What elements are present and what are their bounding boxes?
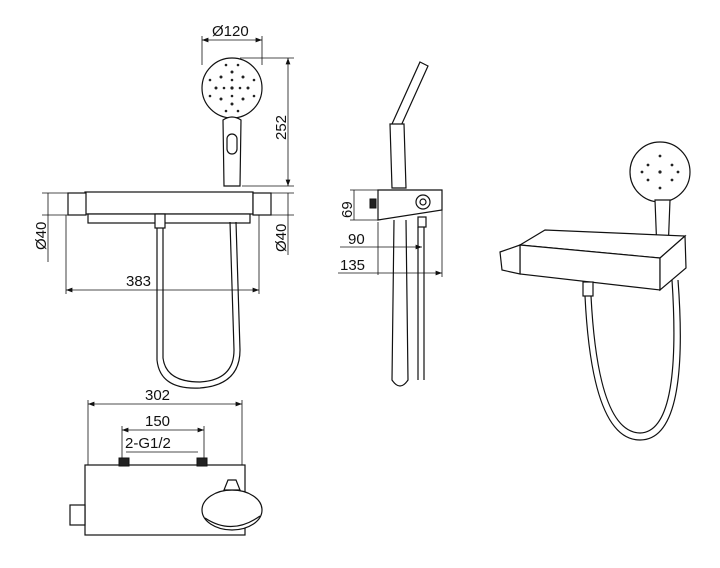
top-shower-head [201, 489, 263, 531]
inlet-right [196, 457, 208, 467]
dim-overall-width: 383 [126, 273, 151, 290]
dim-inlet-spacing: 150 [145, 413, 170, 430]
dim-side-depth-total: 135 [340, 257, 365, 274]
dim-left-diameter: Ø40 [33, 222, 50, 250]
isometric-view [499, 141, 691, 441]
side-body [377, 189, 443, 221]
side-hand-shower-handle [389, 123, 407, 189]
shelf-bottom [87, 213, 251, 224]
inlet-left [118, 457, 130, 467]
hand-shower-handle [222, 116, 242, 187]
outlet-connector [154, 213, 166, 229]
side-view: 69 90 135 [338, 61, 443, 387]
spray-nozzles [208, 63, 256, 113]
front-view: Ø120 252 Ø40 Ø40 383 [33, 23, 294, 389]
dim-inlet-thread: 2-G1/2 [125, 435, 171, 452]
dim-right-diameter: Ø40 [273, 224, 290, 252]
dim-head-height: 252 [273, 115, 290, 140]
dim-side-height: 69 [339, 201, 356, 218]
dim-side-depth-outlet: 90 [348, 231, 365, 248]
dim-head-diameter: Ø120 [212, 23, 249, 40]
shelf-body [84, 191, 254, 215]
shower-hose [156, 221, 241, 389]
side-hand-shower-head [391, 61, 429, 129]
top-view: 302 150 2-G1/2 [69, 387, 263, 536]
dim-body-width: 302 [145, 387, 170, 404]
